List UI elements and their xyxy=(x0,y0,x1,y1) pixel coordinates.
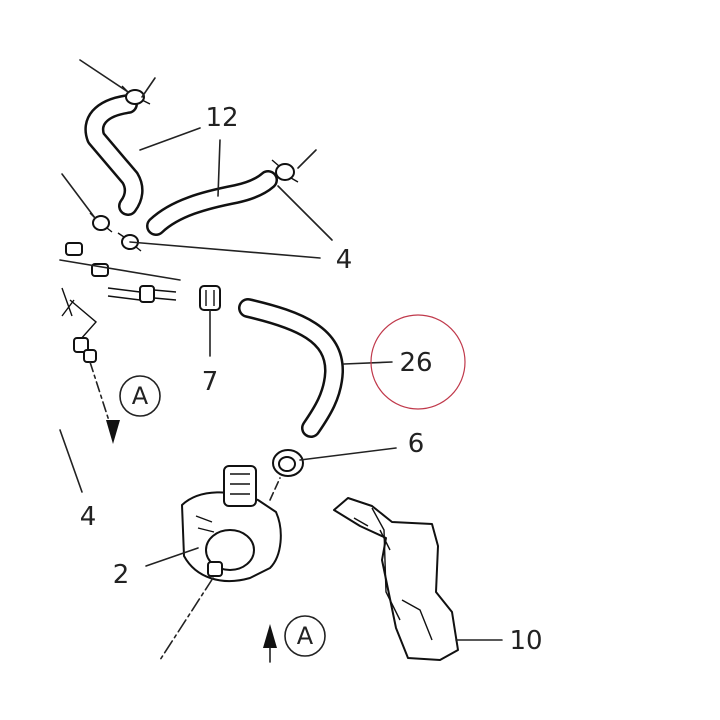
arrow-down xyxy=(106,420,120,444)
bracket xyxy=(333,497,459,661)
leader-lines xyxy=(59,59,503,641)
clip-right-upper xyxy=(271,159,299,183)
callout-26: 26 xyxy=(399,348,432,378)
view-marker-lower: A xyxy=(284,615,326,657)
arrow-up xyxy=(263,624,277,663)
pump xyxy=(181,465,282,582)
callout-10: 10 xyxy=(509,626,542,656)
callout-4-upper: 4 xyxy=(336,245,353,275)
highlight-ring xyxy=(370,314,466,410)
callout-6: 6 xyxy=(408,429,425,459)
callout-12: 12 xyxy=(205,103,238,133)
clip-lower xyxy=(272,449,304,477)
callout-7: 7 xyxy=(202,367,219,397)
callout-4-lower: 4 xyxy=(80,502,97,532)
view-marker-lower-letter: A xyxy=(297,622,314,650)
hose-upper-middle xyxy=(146,170,278,236)
hose-upper-left xyxy=(84,94,144,216)
view-marker-upper-letter: A xyxy=(132,382,149,410)
view-marker-upper: A xyxy=(119,375,161,417)
clamp xyxy=(199,285,221,311)
callout-2: 2 xyxy=(113,560,130,590)
hose-main xyxy=(238,298,344,438)
pipe-stubs xyxy=(61,242,177,363)
